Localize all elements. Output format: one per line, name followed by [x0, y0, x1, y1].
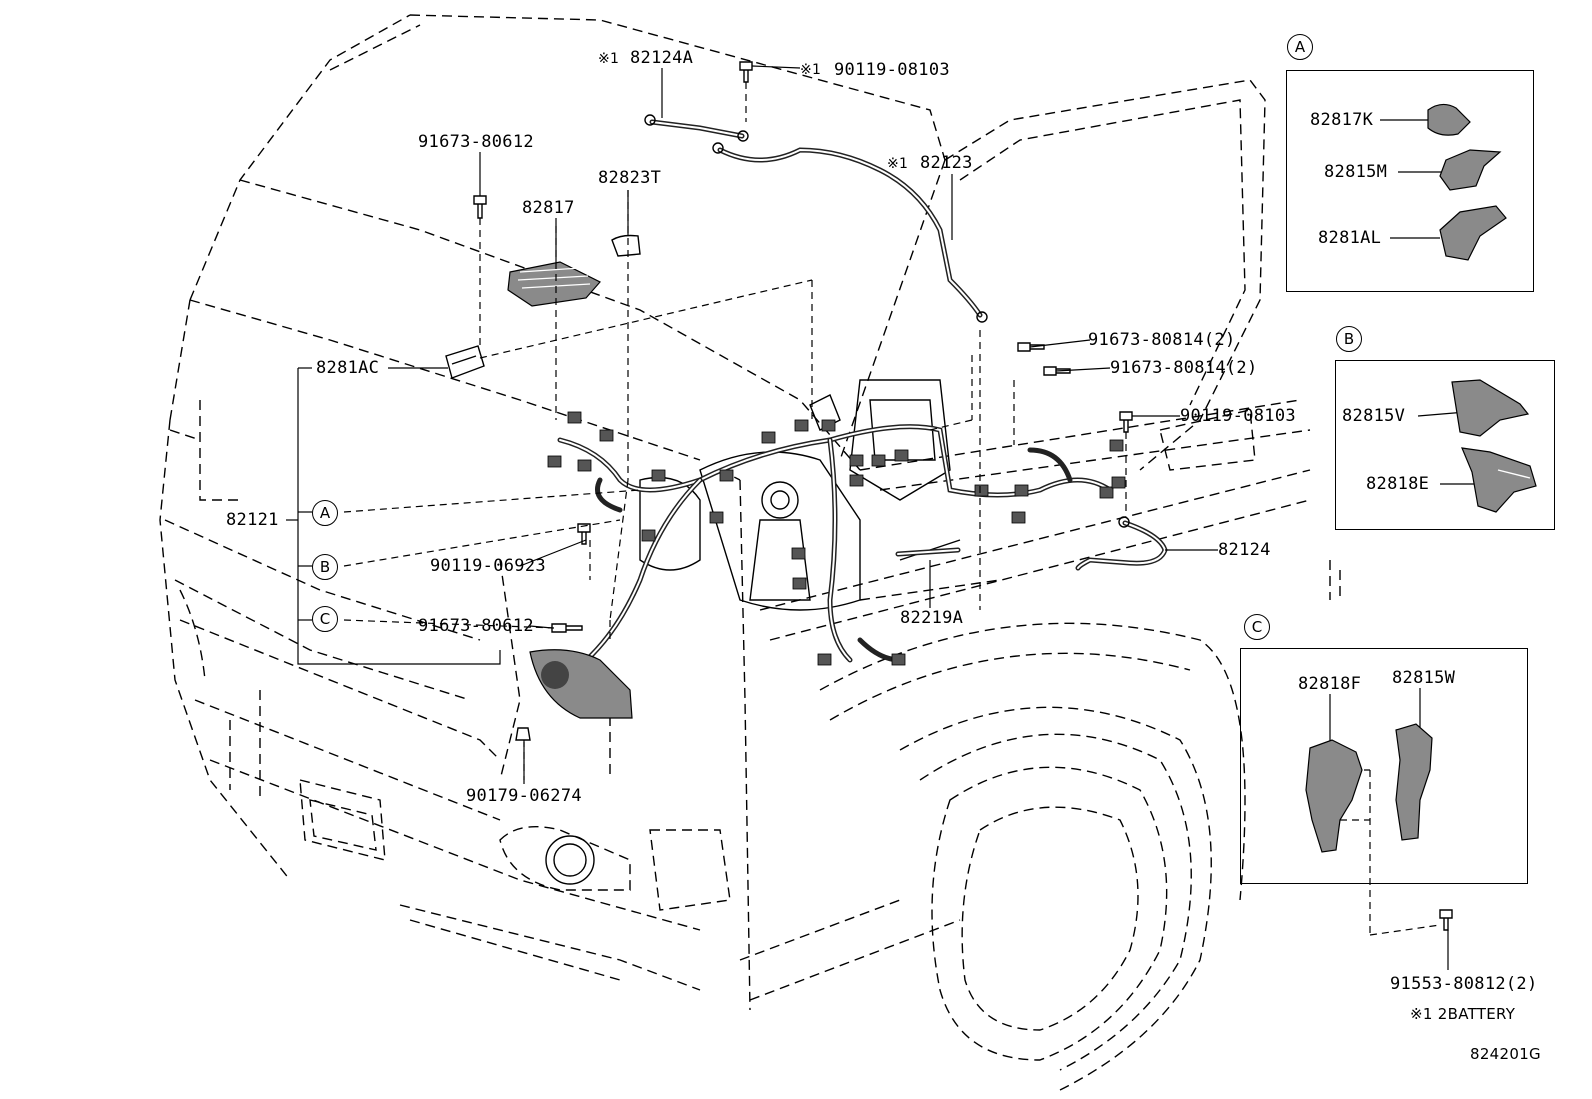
detail-box-a: [1286, 70, 1534, 292]
label-82815M: 82815M: [1324, 162, 1388, 182]
diagram-id: 824201G: [1470, 1045, 1541, 1063]
label-82124: 82124: [1218, 540, 1271, 560]
label-82823T: 82823T: [598, 168, 662, 188]
detail-marker-c-ref: C: [312, 606, 338, 632]
vehicle-body-outline: [159, 14, 1341, 1091]
label-82815W: 82815W: [1392, 668, 1456, 688]
note-mark-82124A: ※1: [598, 51, 620, 67]
detail-marker-b-main: B: [1336, 326, 1362, 352]
label-90119-08103-top: 90119-08103: [834, 60, 950, 80]
label-82818F: 82818F: [1298, 674, 1362, 694]
label-82818E: 82818E: [1366, 474, 1430, 494]
detail-b-parts: [1451, 379, 1537, 513]
label-82815V: 82815V: [1342, 406, 1406, 426]
label-8281AC: 8281AC: [316, 358, 380, 378]
label-91553-80812: 91553-80812(2): [1390, 974, 1538, 994]
label-91673-80612-low: 91673-80612: [418, 616, 534, 636]
detail-box-b: [1335, 360, 1555, 530]
label-82121: 82121: [226, 510, 279, 530]
label-90119-06923: 90119-06923: [430, 556, 546, 576]
label-90179-06274: 90179-06274: [466, 786, 582, 806]
detail-box-c: [1240, 648, 1528, 884]
detail-c-parts: [1305, 723, 1433, 853]
label-91673-80612-top: 91673-80612: [418, 132, 534, 152]
note-mark-90119-08103-top: ※1: [800, 62, 822, 78]
note-mark-82123: ※1: [887, 156, 909, 172]
label-91673-80814-a: 91673-80814(2): [1088, 330, 1236, 350]
wire-harness-82121: [547, 411, 1126, 683]
detail-a-parts: [1427, 103, 1507, 261]
label-82817K: 82817K: [1310, 110, 1374, 130]
label-82123: 82123: [920, 153, 973, 173]
label-8281AL: 8281AL: [1318, 228, 1382, 248]
footnote-battery: ※1 2BATTERY: [1410, 1005, 1516, 1023]
label-90119-08103-right: 90119-08103: [1180, 406, 1296, 426]
detail-marker-a-ref: A: [312, 500, 338, 526]
label-82124A: 82124A: [630, 48, 694, 68]
detail-marker-a-main: A: [1287, 34, 1313, 60]
label-91673-80814-b: 91673-80814(2): [1110, 358, 1258, 378]
detail-marker-b-ref: B: [312, 554, 338, 580]
battery-cables: [445, 61, 1453, 931]
detail-marker-c-main: C: [1244, 614, 1270, 640]
label-leaders: [286, 65, 1486, 970]
label-82219A: 82219A: [900, 608, 964, 628]
label-82817: 82817: [522, 198, 575, 218]
